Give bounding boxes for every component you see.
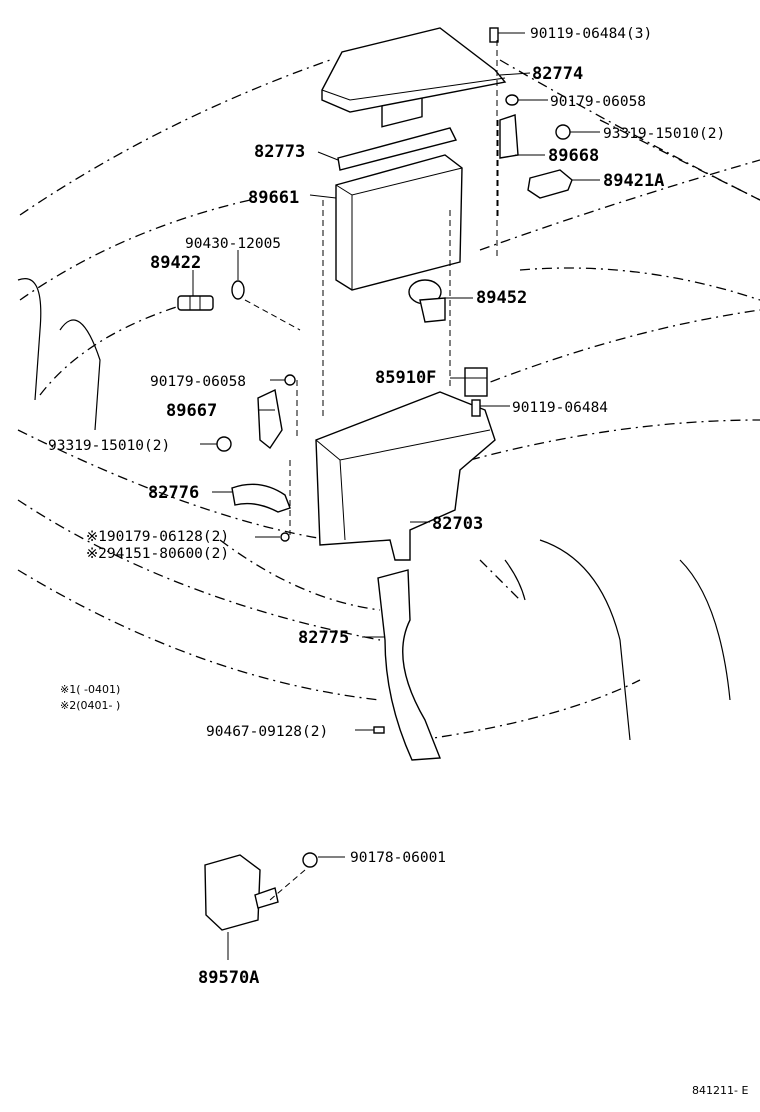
label-89661: 89661 <box>248 188 299 208</box>
case-82703 <box>315 391 496 561</box>
label-90430-12005: 90430-12005 <box>185 236 281 252</box>
vehicle-body-outline <box>17 59 760 741</box>
label-90179-06058-top: 90179-06058 <box>550 94 646 110</box>
label-82703: 82703 <box>432 514 483 534</box>
label-90178-06001: 90178-06001 <box>350 850 446 866</box>
cover-strip-82773 <box>337 127 458 171</box>
label-82774: 82774 <box>532 64 583 84</box>
relay-85910F <box>464 367 488 397</box>
assembly-lines <box>244 40 499 901</box>
part-labels: 90119-06484(3) 82774 90179-06058 93319-1… <box>48 26 748 1097</box>
label-82776: 82776 <box>148 483 199 503</box>
sensor-89422 <box>177 295 214 311</box>
label-85910F: 85910F <box>375 368 436 388</box>
fasteners <box>216 27 571 868</box>
footnote-1: ※1( -0401) <box>60 683 120 696</box>
washer-90430-12005 <box>231 280 245 300</box>
label-90119-06484-3: 90119-06484(3) <box>530 26 652 42</box>
label-93319-15010-top: 93319-15010(2) <box>603 126 725 142</box>
drawing-number: 841211- E <box>692 1084 748 1097</box>
sensor-89452 <box>408 279 446 323</box>
cover-82774 <box>321 27 507 113</box>
label-89452: 89452 <box>476 288 527 308</box>
sensor-89421A <box>527 169 573 199</box>
label-89667: 89667 <box>166 401 217 421</box>
label-94151-80600: ※294151-80600(2) <box>86 546 229 562</box>
hose-82776 <box>231 483 291 513</box>
label-90119-06484: 90119-06484 <box>512 400 608 416</box>
control-unit-89570A <box>204 854 279 931</box>
bracket-89668 <box>499 114 519 159</box>
label-90179-06058-mid: 90179-06058 <box>150 374 246 390</box>
label-90467-09128: 90467-09128(2) <box>206 724 328 740</box>
duct-82775 <box>377 569 442 761</box>
footnote-2: ※2(0401- ) <box>60 699 120 712</box>
bracket-89667 <box>257 388 283 450</box>
label-89668: 89668 <box>548 146 599 166</box>
label-82773: 82773 <box>254 142 305 162</box>
label-89570A: 89570A <box>198 968 259 988</box>
label-89421A: 89421A <box>603 171 664 191</box>
leader-lines <box>192 32 600 960</box>
ecu-unit-89661 <box>335 83 463 291</box>
label-93319-15010-mid: 93319-15010(2) <box>48 438 170 454</box>
label-90179-06128: ※190179-06128(2) <box>86 529 229 545</box>
label-82775: 82775 <box>298 628 349 648</box>
label-89422: 89422 <box>150 253 201 273</box>
